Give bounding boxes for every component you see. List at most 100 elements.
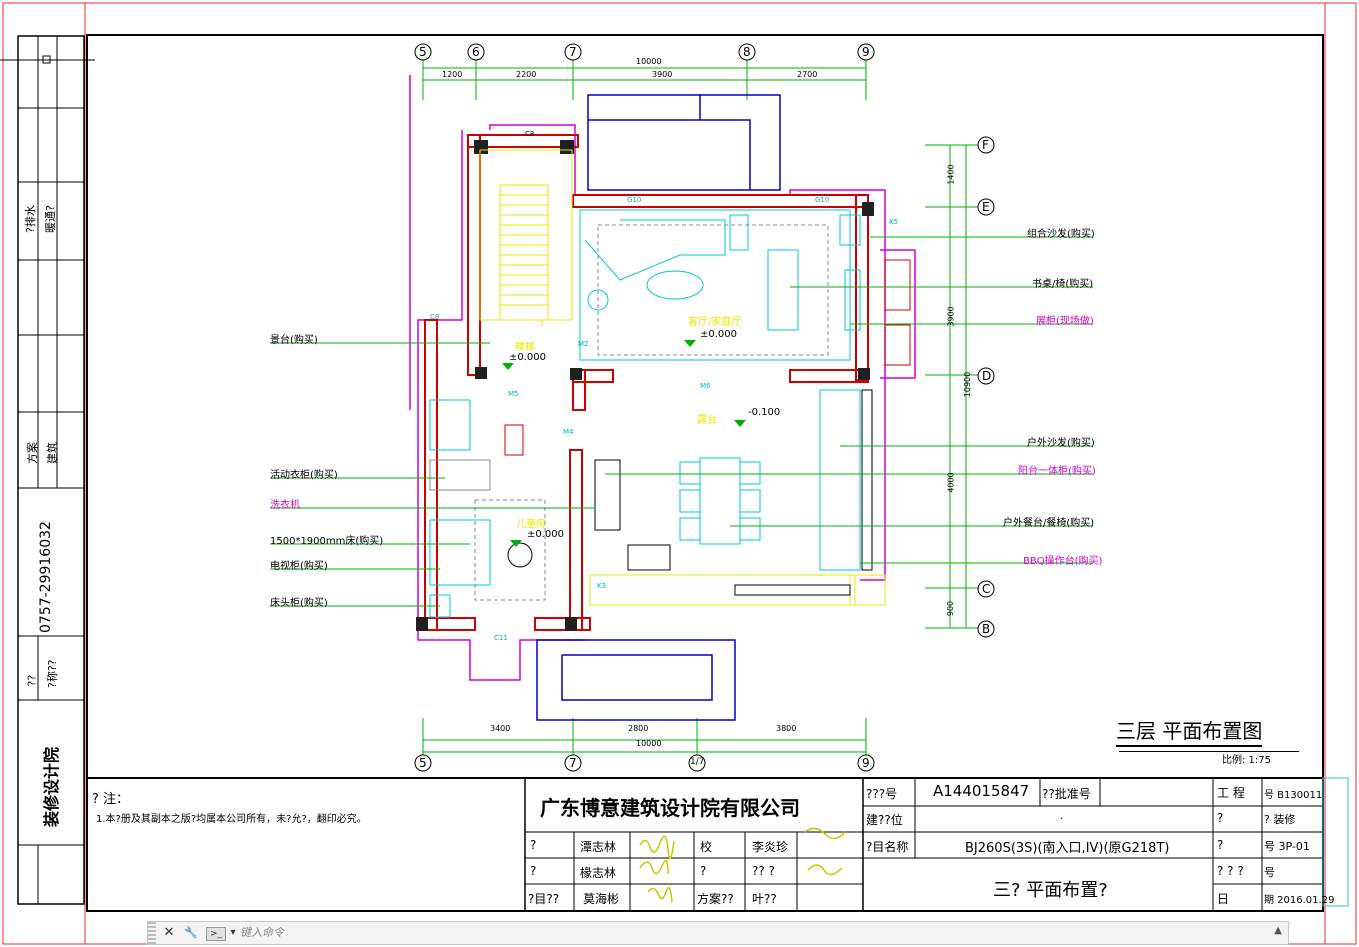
side-cell: ?排水 (24, 205, 37, 233)
company-vertical: 装修设计院 (42, 746, 61, 827)
dim-bottom: 3800 (776, 724, 797, 733)
chevron-down-icon[interactable]: ▾ (230, 927, 236, 938)
axis-label-right: B (982, 622, 991, 636)
walls (424, 134, 869, 631)
axis-label-top: 5 (419, 45, 427, 59)
dim-right: 900 (946, 600, 956, 617)
meta-label: 日 (1217, 892, 1230, 906)
tag: K3 (597, 582, 607, 590)
room-label: 客厅/家庭厅 (688, 317, 742, 328)
furniture-label-right: 书桌/椅(购买) (1032, 279, 1094, 290)
furniture-label-left: 景台(购买) (270, 335, 318, 346)
tag: M6 (700, 382, 711, 390)
staff-role: 校 (700, 840, 713, 854)
room-level: ±0.000 (509, 352, 547, 363)
axis-label-right: D (982, 369, 992, 383)
approve-label: ??批准号 (1042, 787, 1091, 801)
staff-role: 方案?? (697, 892, 734, 906)
side-cell: ?称?? (46, 659, 59, 688)
axis-label-bottom: 9 (862, 756, 870, 770)
project-label: ?目名称 (866, 840, 909, 854)
scroll-up-icon[interactable]: ▲ (1274, 925, 1282, 936)
meta-value: 号 (1264, 866, 1275, 879)
level-markers (502, 340, 746, 547)
dim-total-top: 10000 (636, 57, 662, 66)
staff-name: 椽志林 (580, 866, 617, 880)
side-cell: 建筑 (46, 442, 59, 464)
title-block-cyan-tab (1322, 777, 1349, 907)
furniture-label-left: 洗衣机 (270, 500, 300, 511)
meta-label: ? (1217, 838, 1224, 852)
tag: 上 (538, 319, 545, 327)
wrench-icon[interactable]: 🔧 (184, 926, 198, 939)
room-level: ±0.000 (700, 329, 738, 340)
drawing-scale: 比例: 1:75 (1222, 755, 1272, 766)
meta-value: 号 B130011 (1264, 790, 1323, 801)
staff-name: ?? ? (752, 864, 775, 878)
staff-role: ? (530, 864, 537, 878)
room-label: 儿童房 (516, 519, 546, 530)
staff-name: 莫海彬 (583, 892, 620, 906)
cert-label: ???号 (866, 787, 898, 801)
axis-label-top: 6 (472, 45, 480, 59)
meta-value: ? 装修 (1264, 813, 1296, 826)
dim-right: 1400 (946, 164, 956, 185)
axis-label-right: E (982, 200, 990, 214)
tag: C8 (525, 130, 535, 138)
command-input[interactable]: 键入命令 (240, 926, 284, 939)
tag: G10 (627, 196, 642, 204)
command-line-bar[interactable]: ✕ 🔧 >_ ▾ 键入命令 ▲ (147, 921, 1289, 945)
furniture-label-left: 电视柜(购买) (270, 561, 328, 572)
staff-role: ? (700, 864, 707, 878)
tag: K5 (889, 218, 899, 226)
left-strip-grid (0, 36, 95, 904)
side-cell: 暖通? (44, 205, 57, 233)
dim-top: 3900 (652, 70, 673, 79)
axis-bubbles (414, 43, 995, 772)
room-label: 露台 (697, 415, 717, 426)
tag: M5 (508, 390, 519, 398)
tag: C11 (494, 634, 508, 642)
tag: M2 (578, 340, 589, 348)
left-strip-frame (17, 35, 85, 905)
command-prompt-icon[interactable]: >_ (206, 927, 226, 941)
furniture-label-right: 展柜(现场做) (1036, 316, 1094, 327)
tag: C8 (430, 313, 440, 321)
close-icon[interactable]: ✕ (163, 925, 175, 940)
furniture-label-left: 1500*1900mm床(购买) (270, 536, 384, 547)
meta-value: 期 2016.01.29 (1264, 895, 1335, 906)
staff-name: 潭志林 (580, 840, 617, 854)
phone-number: 0757-29916032 (38, 521, 54, 633)
furniture-label-left: 活动衣柜(购买) (270, 470, 338, 481)
build-value: . (1060, 811, 1064, 822)
furniture-label-right: 组合沙发(购买) (1027, 229, 1095, 240)
dim-top: 2200 (516, 70, 537, 79)
leader-lines (270, 236, 1093, 607)
dim-right-total: 10900 (963, 371, 973, 398)
axis-label-right: C (982, 582, 991, 596)
staff-role: ?目?? (528, 892, 560, 906)
command-bar-grip[interactable] (148, 922, 156, 944)
title-block-grid (87, 777, 1323, 911)
staff-name: 李炎珍 (752, 840, 789, 854)
dim-bottom: 2800 (628, 724, 649, 733)
meta-value: 号 3P-01 (1264, 840, 1310, 853)
furniture-label-right: 户外沙发(购买) (1027, 438, 1095, 449)
dim-bottom: 3400 (490, 724, 511, 733)
axis-label-top: 7 (569, 45, 577, 59)
axis-label-bottom: 1/7 (690, 757, 705, 767)
room-label: 楼梯 (515, 342, 535, 353)
note-heading: ? 注： (92, 792, 130, 807)
meta-label: ? (1217, 811, 1224, 825)
sheet-inner-frame (86, 34, 1324, 912)
axis-label-bottom: 7 (569, 756, 577, 770)
tag: M4 (563, 428, 574, 436)
build-label: 建??位 (866, 813, 903, 827)
project-value: BJ260S(3S)(南入口,IV)(原G218T) (965, 841, 1170, 856)
furniture-label-left: 床头柜(购买) (270, 598, 328, 609)
room-level: ±0.000 (527, 529, 565, 540)
staff-name: 叶?? (752, 892, 777, 906)
company-name: 广东博意建筑设计院有限公司 (540, 796, 800, 820)
axis-label-right: F (982, 138, 989, 152)
